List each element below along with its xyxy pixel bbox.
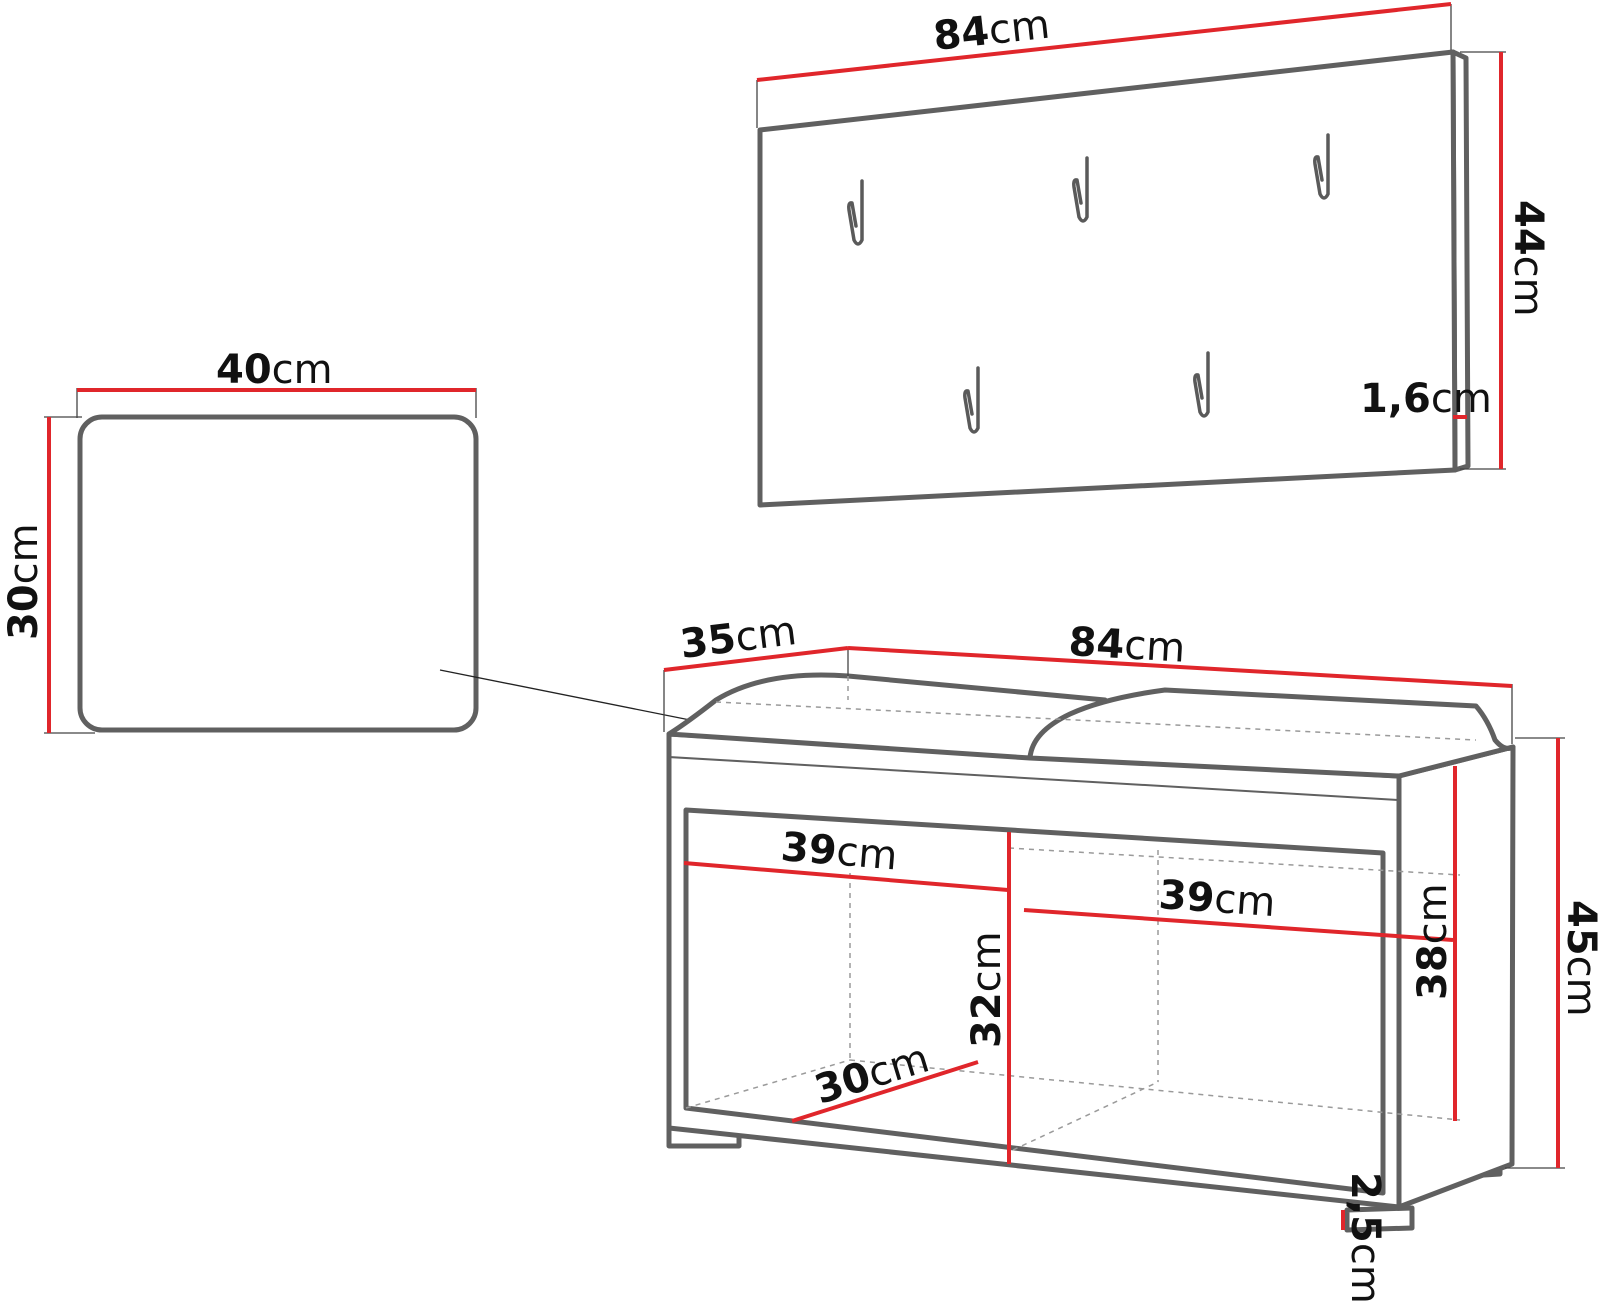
- right-compartment-width-label: 39cm: [1157, 872, 1277, 926]
- cushion-width-label: 40cm: [216, 347, 333, 393]
- bench-compartment-opening: [683, 807, 1386, 1196]
- left-compartment-width-label: 39cm: [779, 824, 899, 879]
- panel-depth-label: 1,6cm: [1360, 376, 1492, 422]
- hidden-edge: [715, 701, 1477, 741]
- cushion-height-label: 30cm: [1, 523, 47, 640]
- compartment-depth-label: 30cm: [809, 1035, 934, 1113]
- cushion-leader-line: [439, 669, 726, 728]
- panel-front-face: [757, 49, 1458, 508]
- bench-seat-cushion-right: [1027, 687, 1516, 779]
- hook-icon: [1313, 133, 1330, 200]
- foot-height-label: 2,5cm: [1342, 1172, 1388, 1304]
- compartment-height-label: 32cm: [964, 931, 1010, 1048]
- hook-icon: [1072, 156, 1089, 223]
- bench-depth-label: 35cm: [678, 608, 799, 668]
- bench-width-label: 84cm: [1067, 619, 1186, 672]
- hook-icon: [847, 179, 864, 246]
- hook-panel: [756, 2, 1506, 508]
- total-height-label: 45cm: [1558, 900, 1600, 1017]
- coat-hooks: [847, 133, 1330, 434]
- hidden-edge: [1012, 1081, 1159, 1151]
- cushion-outline: [77, 414, 479, 733]
- left-compartment-width-dimension-line: [683, 861, 1009, 892]
- bench-width-dimension-line: [847, 646, 1513, 688]
- compartment-depth-dimension-line: [791, 1060, 979, 1123]
- seat-cushion: [44, 388, 479, 734]
- panel-height-label: 44cm: [1505, 200, 1551, 317]
- panel-width-dimension-line: [756, 2, 1452, 82]
- body-height-label: 38cm: [1410, 883, 1456, 1000]
- hook-icon: [1193, 351, 1210, 418]
- hook-icon: [963, 366, 980, 434]
- hidden-edge: [685, 1059, 851, 1109]
- bench-foot-right: [1344, 1205, 1415, 1233]
- shoe-bench: [663, 646, 1565, 1233]
- right-compartment-width-dimension-line: [1023, 908, 1454, 942]
- bench-depth-dimension-line: [663, 646, 849, 672]
- panel-width-label: 84cm: [931, 2, 1052, 60]
